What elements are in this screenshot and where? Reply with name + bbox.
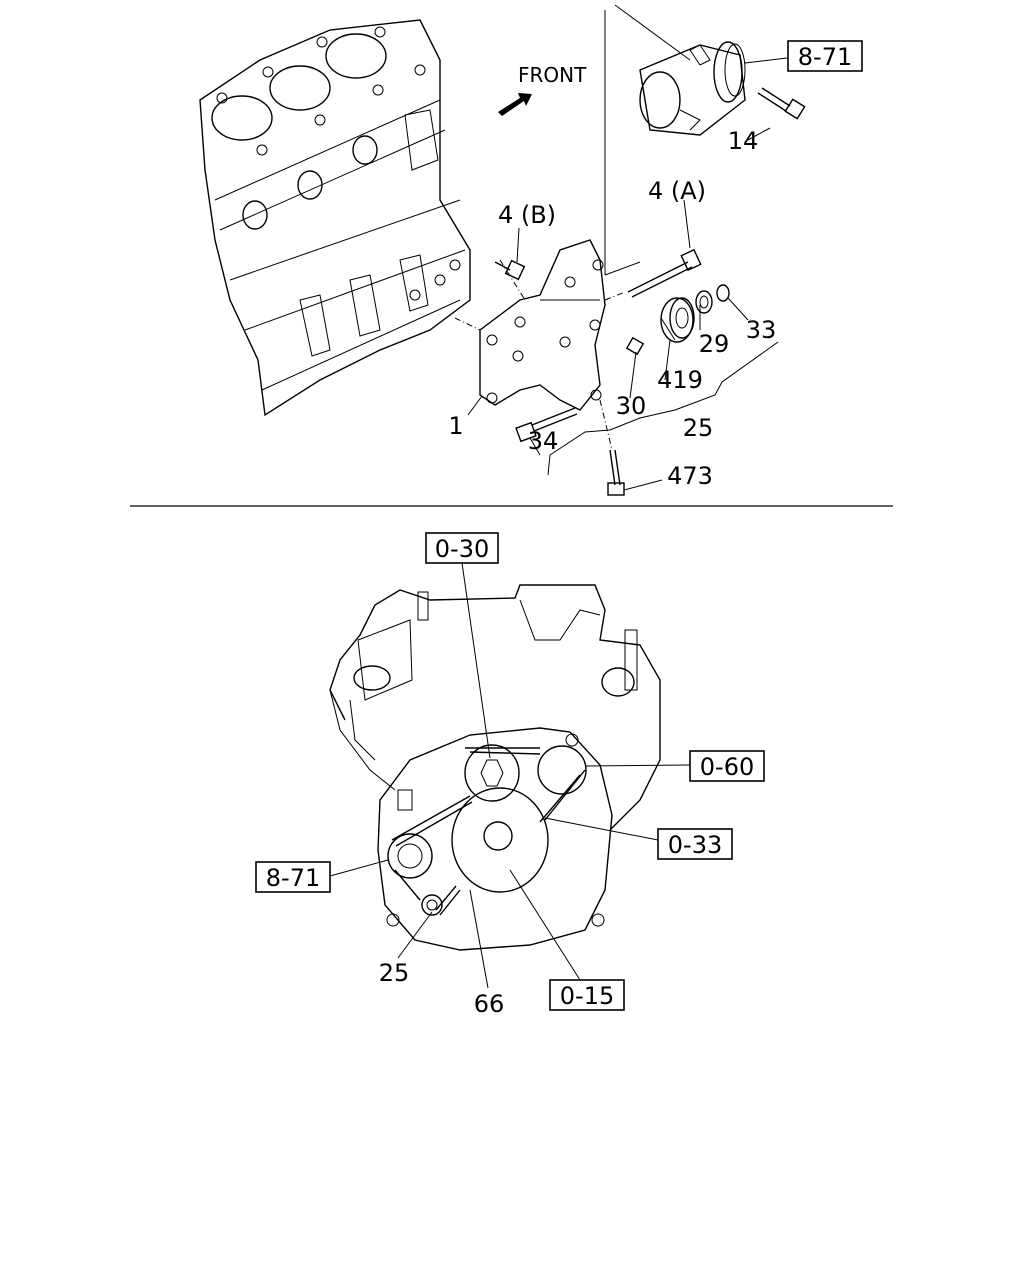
group-bracket-25: [547, 341, 779, 476]
idler-pulley-419-drawing: [660, 297, 695, 343]
front-arrow: FRONT: [498, 63, 587, 116]
washer-29-drawing: [695, 290, 713, 314]
engine-front-view-drawing: [329, 584, 661, 951]
callout-box-0-30: 0-30: [425, 532, 499, 564]
svg-text:0-33: 0-33: [668, 831, 722, 859]
nut-33-drawing: [716, 284, 730, 302]
engine-block-drawing: [199, 19, 471, 417]
bolt-14-drawing: [757, 87, 806, 120]
callout-1: 1: [448, 412, 463, 440]
callout-box-0-33: 0-33: [657, 828, 733, 860]
callout-33: 33: [746, 316, 777, 344]
svg-text:0-60: 0-60: [700, 753, 754, 781]
callout-box-8-71-bottom: 8-71: [255, 861, 331, 893]
svg-text:8-71: 8-71: [266, 864, 320, 892]
svg-text:0-30: 0-30: [435, 535, 489, 563]
bolt-4a-drawing: [627, 248, 702, 298]
callout-66: 66: [474, 990, 505, 1018]
bolt-473-drawing: [607, 449, 625, 496]
svg-text:0-15: 0-15: [560, 982, 614, 1010]
callout-box-8-71-top: 8-71: [787, 40, 863, 72]
front-label: FRONT: [518, 63, 587, 87]
callout-4a: 4 (A): [648, 177, 706, 205]
callout-419: 419: [657, 366, 703, 394]
callout-25-top: 25: [683, 414, 714, 442]
nut-30-drawing: [625, 336, 645, 356]
callout-473: 473: [667, 462, 713, 490]
callout-4b: 4 (B): [498, 201, 556, 229]
callout-14: 14: [728, 127, 759, 155]
callout-box-0-60: 0-60: [689, 750, 765, 782]
callout-30: 30: [616, 392, 647, 420]
bracket-drawing: [479, 239, 606, 411]
bolt-4b-drawing: [494, 259, 526, 281]
bolt-34-drawing: [515, 407, 578, 443]
compressor-leader-frame: [604, 4, 691, 276]
svg-text:8-71: 8-71: [798, 43, 852, 71]
callout-29: 29: [699, 330, 730, 358]
callout-box-0-15: 0-15: [549, 979, 625, 1011]
compressor-drawing: [639, 41, 746, 136]
callout-34: 34: [528, 427, 559, 455]
callout-25-bottom: 25: [379, 959, 410, 987]
